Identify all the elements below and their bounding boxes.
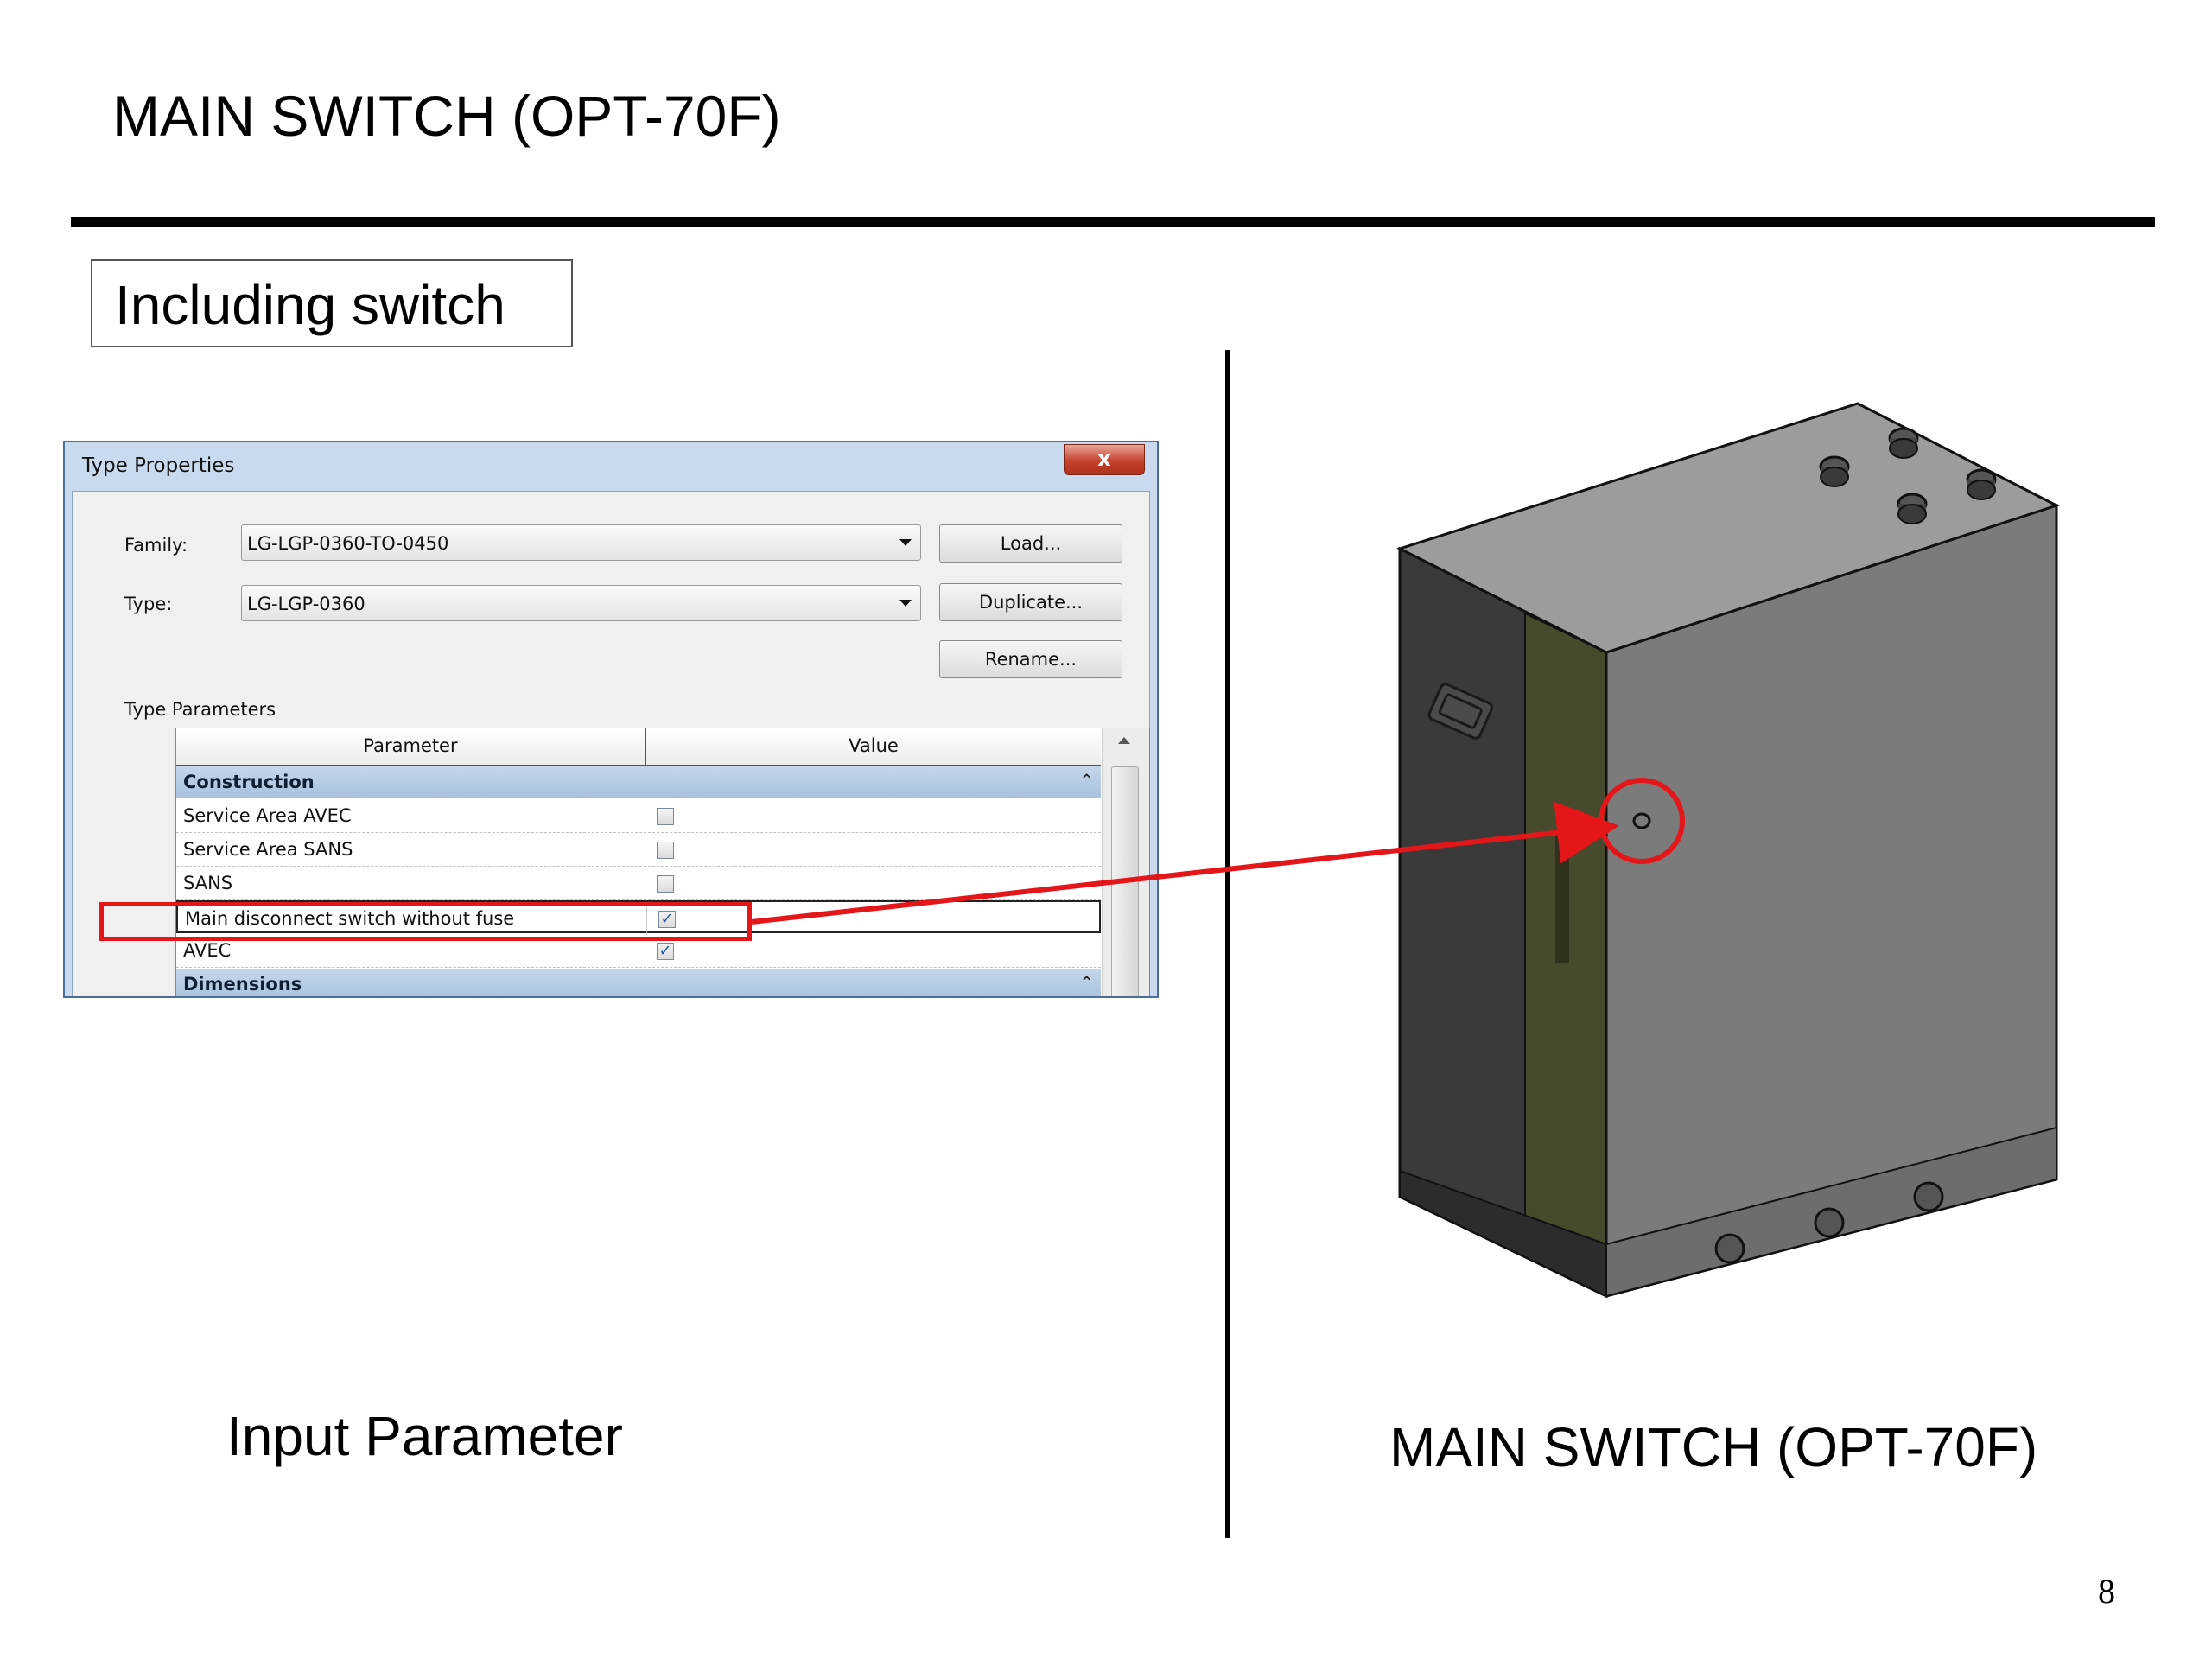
terminal-icon [1966, 468, 1997, 500]
collapse-icon: ⌃ [1079, 770, 1094, 791]
cable-gland-icon [1913, 1181, 1944, 1212]
type-parameters-label: Type Parameters [124, 699, 276, 720]
cable-gland-icon [1814, 1207, 1845, 1238]
vertical-divider [1225, 350, 1230, 1538]
chevron-down-icon [899, 539, 912, 546]
parameter-name: Service Area SANS [183, 839, 353, 860]
device-base-band-side [1399, 1169, 1607, 1298]
column-separator [645, 728, 646, 765]
dialog-title: Type Properties [82, 454, 235, 477]
value-checkbox[interactable] [657, 808, 674, 825]
table-row[interactable]: SANS [176, 867, 1101, 900]
group-row-dimensions[interactable]: Dimensions ⌃ [176, 969, 1101, 996]
highlight-box [99, 902, 752, 941]
family-select-value: LG-LGP-0360-TO-0450 [247, 533, 449, 554]
brand-logo-icon [1427, 683, 1494, 740]
table-row[interactable]: AVEC ✓ [176, 934, 1101, 968]
chevron-down-icon [899, 600, 912, 607]
value-checkbox[interactable]: ✓ [657, 943, 674, 960]
column-header-parameter[interactable]: Parameter [363, 735, 458, 756]
dialog-titlebar: Type Properties x [65, 442, 1157, 491]
rename-button[interactable]: Rename... [939, 640, 1122, 678]
caption-box-text: Including switch [115, 274, 505, 336]
scrollbar-thumb[interactable] [1111, 766, 1139, 996]
parameter-name: Main disconnect switch without fuse [185, 908, 515, 929]
load-button[interactable]: Load... [939, 524, 1122, 563]
device-top-face [1396, 402, 2060, 654]
right-caption: MAIN SWITCH (OPT-70F) [1389, 1416, 2038, 1478]
terminal-icon [1897, 493, 1928, 524]
group-label: Dimensions [183, 974, 302, 995]
terminal-icon [1819, 455, 1850, 487]
value-checkbox[interactable]: ✓ [658, 911, 676, 928]
group-row-construction[interactable]: Construction ⌃ [176, 766, 1101, 798]
group-label: Construction [183, 772, 315, 792]
grid-header: Parameter Value [176, 728, 1101, 766]
parameter-name: AVEC [183, 940, 232, 961]
scroll-up-icon[interactable] [1118, 737, 1130, 744]
cable-gland-icon [1714, 1233, 1745, 1264]
column-separator [646, 902, 647, 935]
value-checkbox[interactable] [657, 842, 674, 859]
table-row[interactable]: Service Area SANS [176, 833, 1101, 867]
main-switch-device-illustration [1396, 402, 2060, 1299]
table-row[interactable]: Service Area AVEC [176, 799, 1101, 833]
caption-box: Including switch [91, 259, 573, 347]
vertical-scrollbar[interactable] [1102, 728, 1149, 996]
close-icon: x [1097, 447, 1111, 471]
title-rule [71, 217, 2155, 227]
column-header-value[interactable]: Value [849, 735, 899, 756]
family-select[interactable]: LG-LGP-0360-TO-0450 [241, 524, 921, 561]
close-button[interactable]: x [1064, 444, 1145, 475]
collapse-icon: ⌃ [1079, 972, 1094, 993]
type-label: Type: [124, 594, 173, 614]
terminal-icon [1888, 427, 1919, 459]
table-row-selected[interactable]: Main disconnect switch without fuse ✓ [176, 900, 1101, 935]
family-label: Family: [124, 535, 188, 556]
type-select-value: LG-LGP-0360 [247, 594, 365, 614]
left-caption: Input Parameter [226, 1405, 623, 1467]
parameter-name: Service Area AVEC [183, 805, 352, 826]
stripe-lettering-icon [1555, 834, 1569, 963]
value-checkbox[interactable] [657, 875, 674, 893]
parameter-name: SANS [183, 873, 233, 893]
type-parameters-grid: Parameter Value Construction ⌃ Service A… [175, 728, 1150, 996]
page-number: 8 [2098, 1572, 2115, 1611]
duplicate-button[interactable]: Duplicate... [939, 583, 1122, 621]
type-select[interactable]: LG-LGP-0360 [241, 585, 921, 621]
slide-title: MAIN SWITCH (OPT-70F) [112, 84, 781, 148]
